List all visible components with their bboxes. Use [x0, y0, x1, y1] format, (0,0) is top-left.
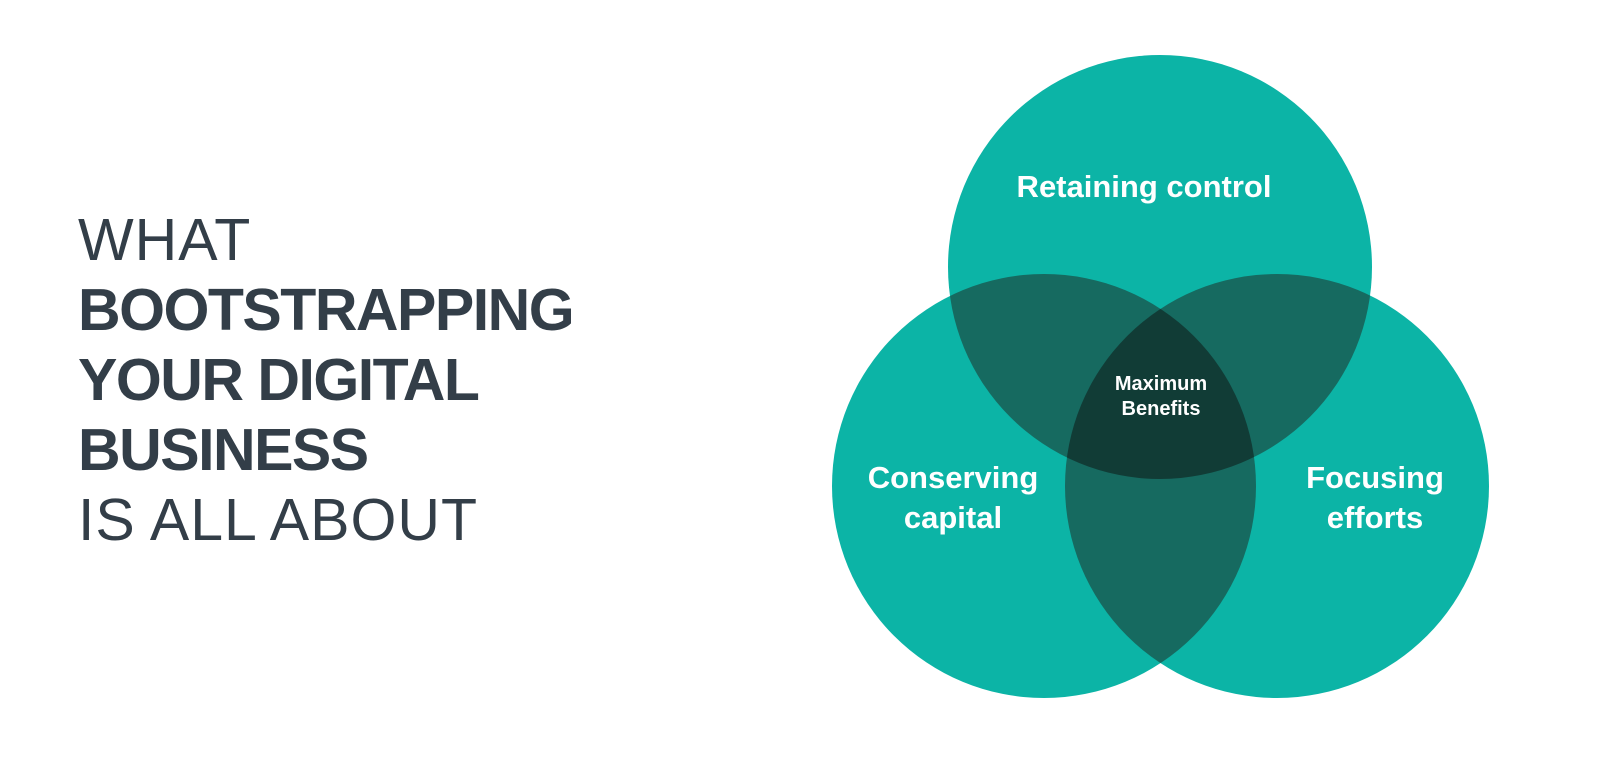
center-overlap-label-line-1: Maximum: [1114, 373, 1208, 395]
headline-line-4: BUSINESS: [78, 417, 369, 483]
bottom-right-circle-label-line-1: Focusing: [1306, 460, 1444, 495]
bottom-left-circle-label-line-1: Conserving: [867, 460, 1039, 495]
center-overlap-label: Maximum Benefits: [1115, 372, 1207, 422]
center-overlap-label-line-2: Benefits: [1121, 398, 1201, 420]
bottom-right-circle-label-line-2: efforts: [1326, 500, 1424, 535]
bottom-left-circle-label: Conserving capital: [868, 458, 1039, 538]
headline-line-1: WHAT: [78, 207, 252, 273]
bottom-right-circle-label: Focusing efforts: [1306, 458, 1444, 538]
overlap-center-triple: [1065, 274, 1256, 479]
headline: WHAT BOOTSTRAPPING YOUR DIGITAL BUSINESS…: [78, 205, 575, 555]
top-circle-label: Retaining control: [1016, 169, 1272, 204]
headline-line-5: IS ALL ABOUT: [78, 487, 479, 553]
headline-line-3: YOUR DIGITAL: [78, 347, 480, 413]
headline-line-2: BOOTSTRAPPING: [78, 277, 575, 343]
bottom-left-circle-label-line-2: capital: [903, 500, 1003, 535]
